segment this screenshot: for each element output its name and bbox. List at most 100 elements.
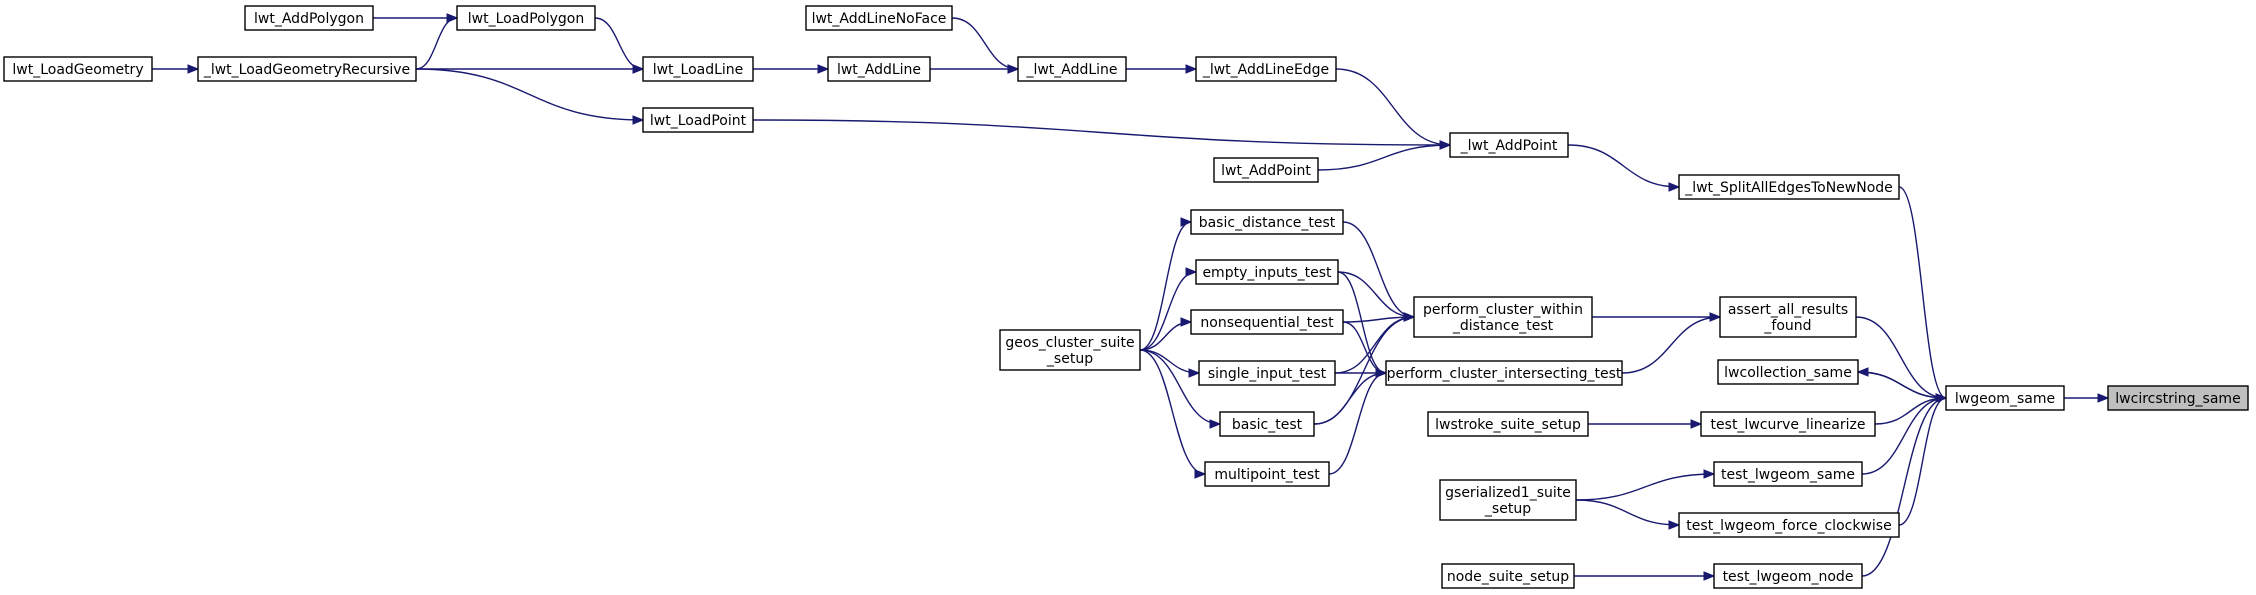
node-load-geom-rec[interactable]: _lwt_LoadGeometryRecursive [197, 56, 417, 82]
node-label: lwcircstring_same [2115, 391, 2240, 407]
node-box [2107, 385, 2249, 411]
node-label: node_suite_setup [1447, 569, 1569, 585]
edge-add_polygon-to-load_polygon [373, 13, 459, 23]
node-lwcollection-same[interactable]: lwcollection_same [1717, 359, 1859, 385]
node-load-point[interactable]: lwt_LoadPoint [642, 107, 754, 133]
edge-line [1335, 68, 1451, 146]
node-box [642, 107, 754, 133]
node-box [244, 5, 374, 31]
node-test-force-cw[interactable]: test_lwgeom_force_clockwise [1678, 512, 1900, 538]
edge-line [1139, 349, 1206, 475]
edge-line [951, 17, 1019, 70]
edge-line [1337, 271, 1415, 318]
edge-line [594, 17, 644, 70]
node-box [197, 56, 417, 82]
node-box [1427, 411, 1589, 437]
node-add-line[interactable]: lwt_AddLine [827, 56, 931, 82]
node-test-lwcurve-linearize[interactable]: test_lwcurve_linearize [1700, 411, 1876, 437]
node-label: empty_inputs_test [1202, 265, 1332, 281]
node-split-edges[interactable]: _lwt_SplitAllEdgesToNewNode [1678, 174, 1900, 200]
node-box [1719, 296, 1857, 338]
node-box [999, 329, 1141, 371]
edge-lwstroke_suite-to-test_lwcurve_linearize [1588, 419, 1703, 429]
node-basic-test[interactable]: basic_test [1219, 411, 1315, 437]
edge-line [1621, 316, 1721, 374]
node-label: lwt_LoadLine [653, 62, 744, 78]
node-box [642, 56, 754, 82]
node-label: test_lwgeom_same [1721, 467, 1855, 483]
node-box [1190, 309, 1344, 335]
node-add-line-edge[interactable]: _lwt_AddLineEdge [1195, 56, 1337, 82]
edge-multipoint-to-pc_intersecting [1328, 368, 1388, 475]
edge-test_lwgeom_node-to-lwgeom_same [1861, 393, 1948, 577]
edge-line [1342, 321, 1387, 374]
edge-arrowhead [1403, 312, 1416, 322]
edge-line [1328, 372, 1387, 475]
edge-arrowhead [817, 64, 830, 74]
node-label: lwstroke_suite_setup [1435, 417, 1581, 433]
node-test-lwgeom-same[interactable]: test_lwgeom_same [1713, 461, 1863, 487]
edge-arrowhead [1188, 368, 1201, 378]
edge-line [1337, 271, 1387, 374]
node-load-line[interactable]: lwt_LoadLine [642, 56, 754, 82]
node-load-polygon[interactable]: lwt_LoadPolygon [456, 5, 596, 31]
edge-basic_distance-to-pc_within [1342, 221, 1416, 322]
node-test-lwgeom-node[interactable]: test_lwgeom_node [1713, 563, 1863, 589]
node-lwstroke-suite[interactable]: lwstroke_suite_setup [1427, 411, 1589, 437]
node-gserialized1-suite[interactable]: gserialized1_suite_setup [1439, 479, 1577, 521]
node-empty-inputs[interactable]: empty_inputs_test [1195, 259, 1339, 285]
edge-load_line-to-add_line [753, 64, 830, 74]
node-pc-intersecting[interactable]: perform_cluster_intersecting_test [1385, 360, 1623, 386]
edge-geos_cluster-to-multipoint [1139, 349, 1207, 479]
node-add-point-[interactable]: _lwt_AddPoint [1449, 132, 1569, 158]
edge-arrowhead [1935, 393, 1948, 403]
edge-load_geometry-to-load_geom_rec [152, 64, 200, 74]
node-label: _lwt_AddLine [1025, 62, 1117, 78]
edge-split_edges-to-lwgeom_same [1898, 186, 1948, 403]
edge-add_point_-to-split_edges [1567, 144, 1681, 192]
edge-arrowhead [632, 64, 645, 74]
node-label: test_lwgeom_node [1723, 569, 1854, 585]
node-box [1190, 209, 1344, 235]
edge-geos_cluster-to-basic_distance [1139, 217, 1193, 351]
edge-geos_cluster-to-nonsequential [1139, 317, 1193, 351]
node-label: basic_test [1232, 417, 1303, 433]
edge-arrowhead [1439, 140, 1452, 150]
node-lwgeom-same[interactable]: lwgeom_same [1945, 385, 2065, 411]
node-single-input[interactable]: single_input_test [1198, 360, 1336, 386]
node-basic-distance[interactable]: basic_distance_test [1190, 209, 1344, 235]
node-nonsequential[interactable]: nonsequential_test [1190, 309, 1344, 335]
node-assert-all[interactable]: assert_all_results_found [1719, 296, 1857, 338]
node-box [1198, 360, 1336, 386]
node-multipoint[interactable]: multipoint_test [1204, 461, 1330, 487]
edge-arrowhead [632, 115, 645, 125]
node-label: test_lwgeom_force_clockwise [1686, 518, 1891, 534]
edge-arrowhead [1703, 469, 1716, 479]
edge-line [415, 68, 644, 121]
node-load-geometry[interactable]: lwt_LoadGeometry [3, 56, 153, 82]
node-label: lwgeom_same [1955, 391, 2055, 407]
node-label: lwt_AddPolygon [254, 11, 364, 27]
edge-line [1313, 372, 1387, 425]
edge-arrowhead [2097, 393, 2110, 403]
node-add-line-no-face[interactable]: lwt_AddLineNoFace [805, 5, 953, 31]
node-label: _lwt_SplitAllEdgesToNewNode [1684, 180, 1893, 196]
node-label: _found [1763, 318, 1811, 334]
node-lwcircstring-same[interactable]: lwcircstring_same [2107, 385, 2249, 411]
node-geos-cluster[interactable]: geos_cluster_suite_setup [999, 329, 1141, 371]
edge-line [1861, 397, 1947, 475]
nodes-layer: lwcircstring_same lwgeom_same lwcollection… [3, 5, 2249, 589]
node-box [1413, 296, 1593, 338]
edge-geos_cluster-to-basic_test [1139, 349, 1222, 429]
node-add-line-[interactable]: _lwt_AddLine [1017, 56, 1127, 82]
node-label: nonsequential_test [1200, 315, 1334, 331]
node-add-polygon[interactable]: lwt_AddPolygon [244, 5, 374, 31]
node-label: lwt_LoadPolygon [468, 11, 584, 27]
node-label: gserialized1_suite [1445, 485, 1571, 501]
edge-arrowhead [1194, 469, 1207, 479]
node-pc-within[interactable]: perform_cluster_within_distance_test [1413, 296, 1593, 338]
node-node-suite[interactable]: node_suite_setup [1441, 563, 1575, 589]
node-add-point[interactable]: lwt_AddPoint [1213, 157, 1319, 183]
edges-layer [152, 13, 2110, 581]
node-label: _lwt_LoadGeometryRecursive [203, 62, 410, 78]
